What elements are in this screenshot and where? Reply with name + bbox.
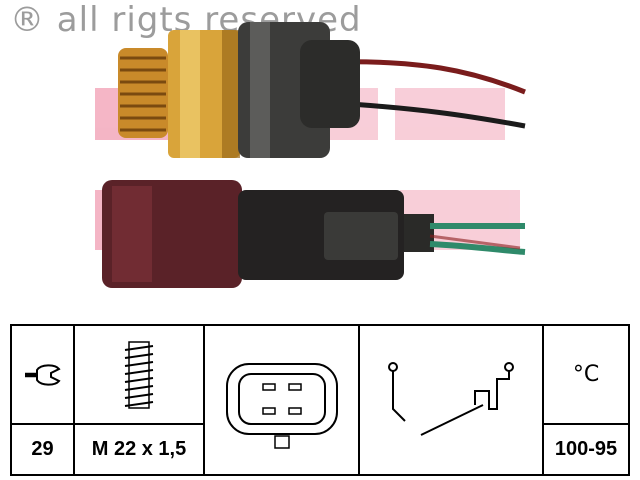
- sensor-hex-nut: [168, 30, 240, 158]
- spec-cell-connector: [205, 326, 360, 474]
- connector-wires: [429, 222, 526, 255]
- sensor-thread: [118, 48, 168, 138]
- temperature-unit: °C: [572, 362, 600, 387]
- spec-cell-wrench: 29: [12, 326, 75, 474]
- wrench-size-value: 29: [31, 438, 54, 460]
- switch-diagram-icon: [360, 326, 542, 472]
- wrench-icon: [12, 326, 73, 423]
- connector-pinout-icon: [205, 326, 358, 472]
- spec-table: 29 M 22 x 1,5: [10, 324, 630, 476]
- spec-cell-temperature: °C 100-95: [544, 326, 628, 474]
- product-photo: [95, 22, 526, 288]
- thread-icon: [75, 326, 203, 423]
- connector-plug: [102, 180, 434, 288]
- sensor-body: [238, 22, 360, 158]
- spec-cell-switch: [360, 326, 544, 474]
- temperature-range-value: 100-95: [554, 438, 618, 460]
- thread-value: M 22 x 1,5: [91, 438, 187, 460]
- spec-cell-thread: M 22 x 1,5: [75, 326, 205, 474]
